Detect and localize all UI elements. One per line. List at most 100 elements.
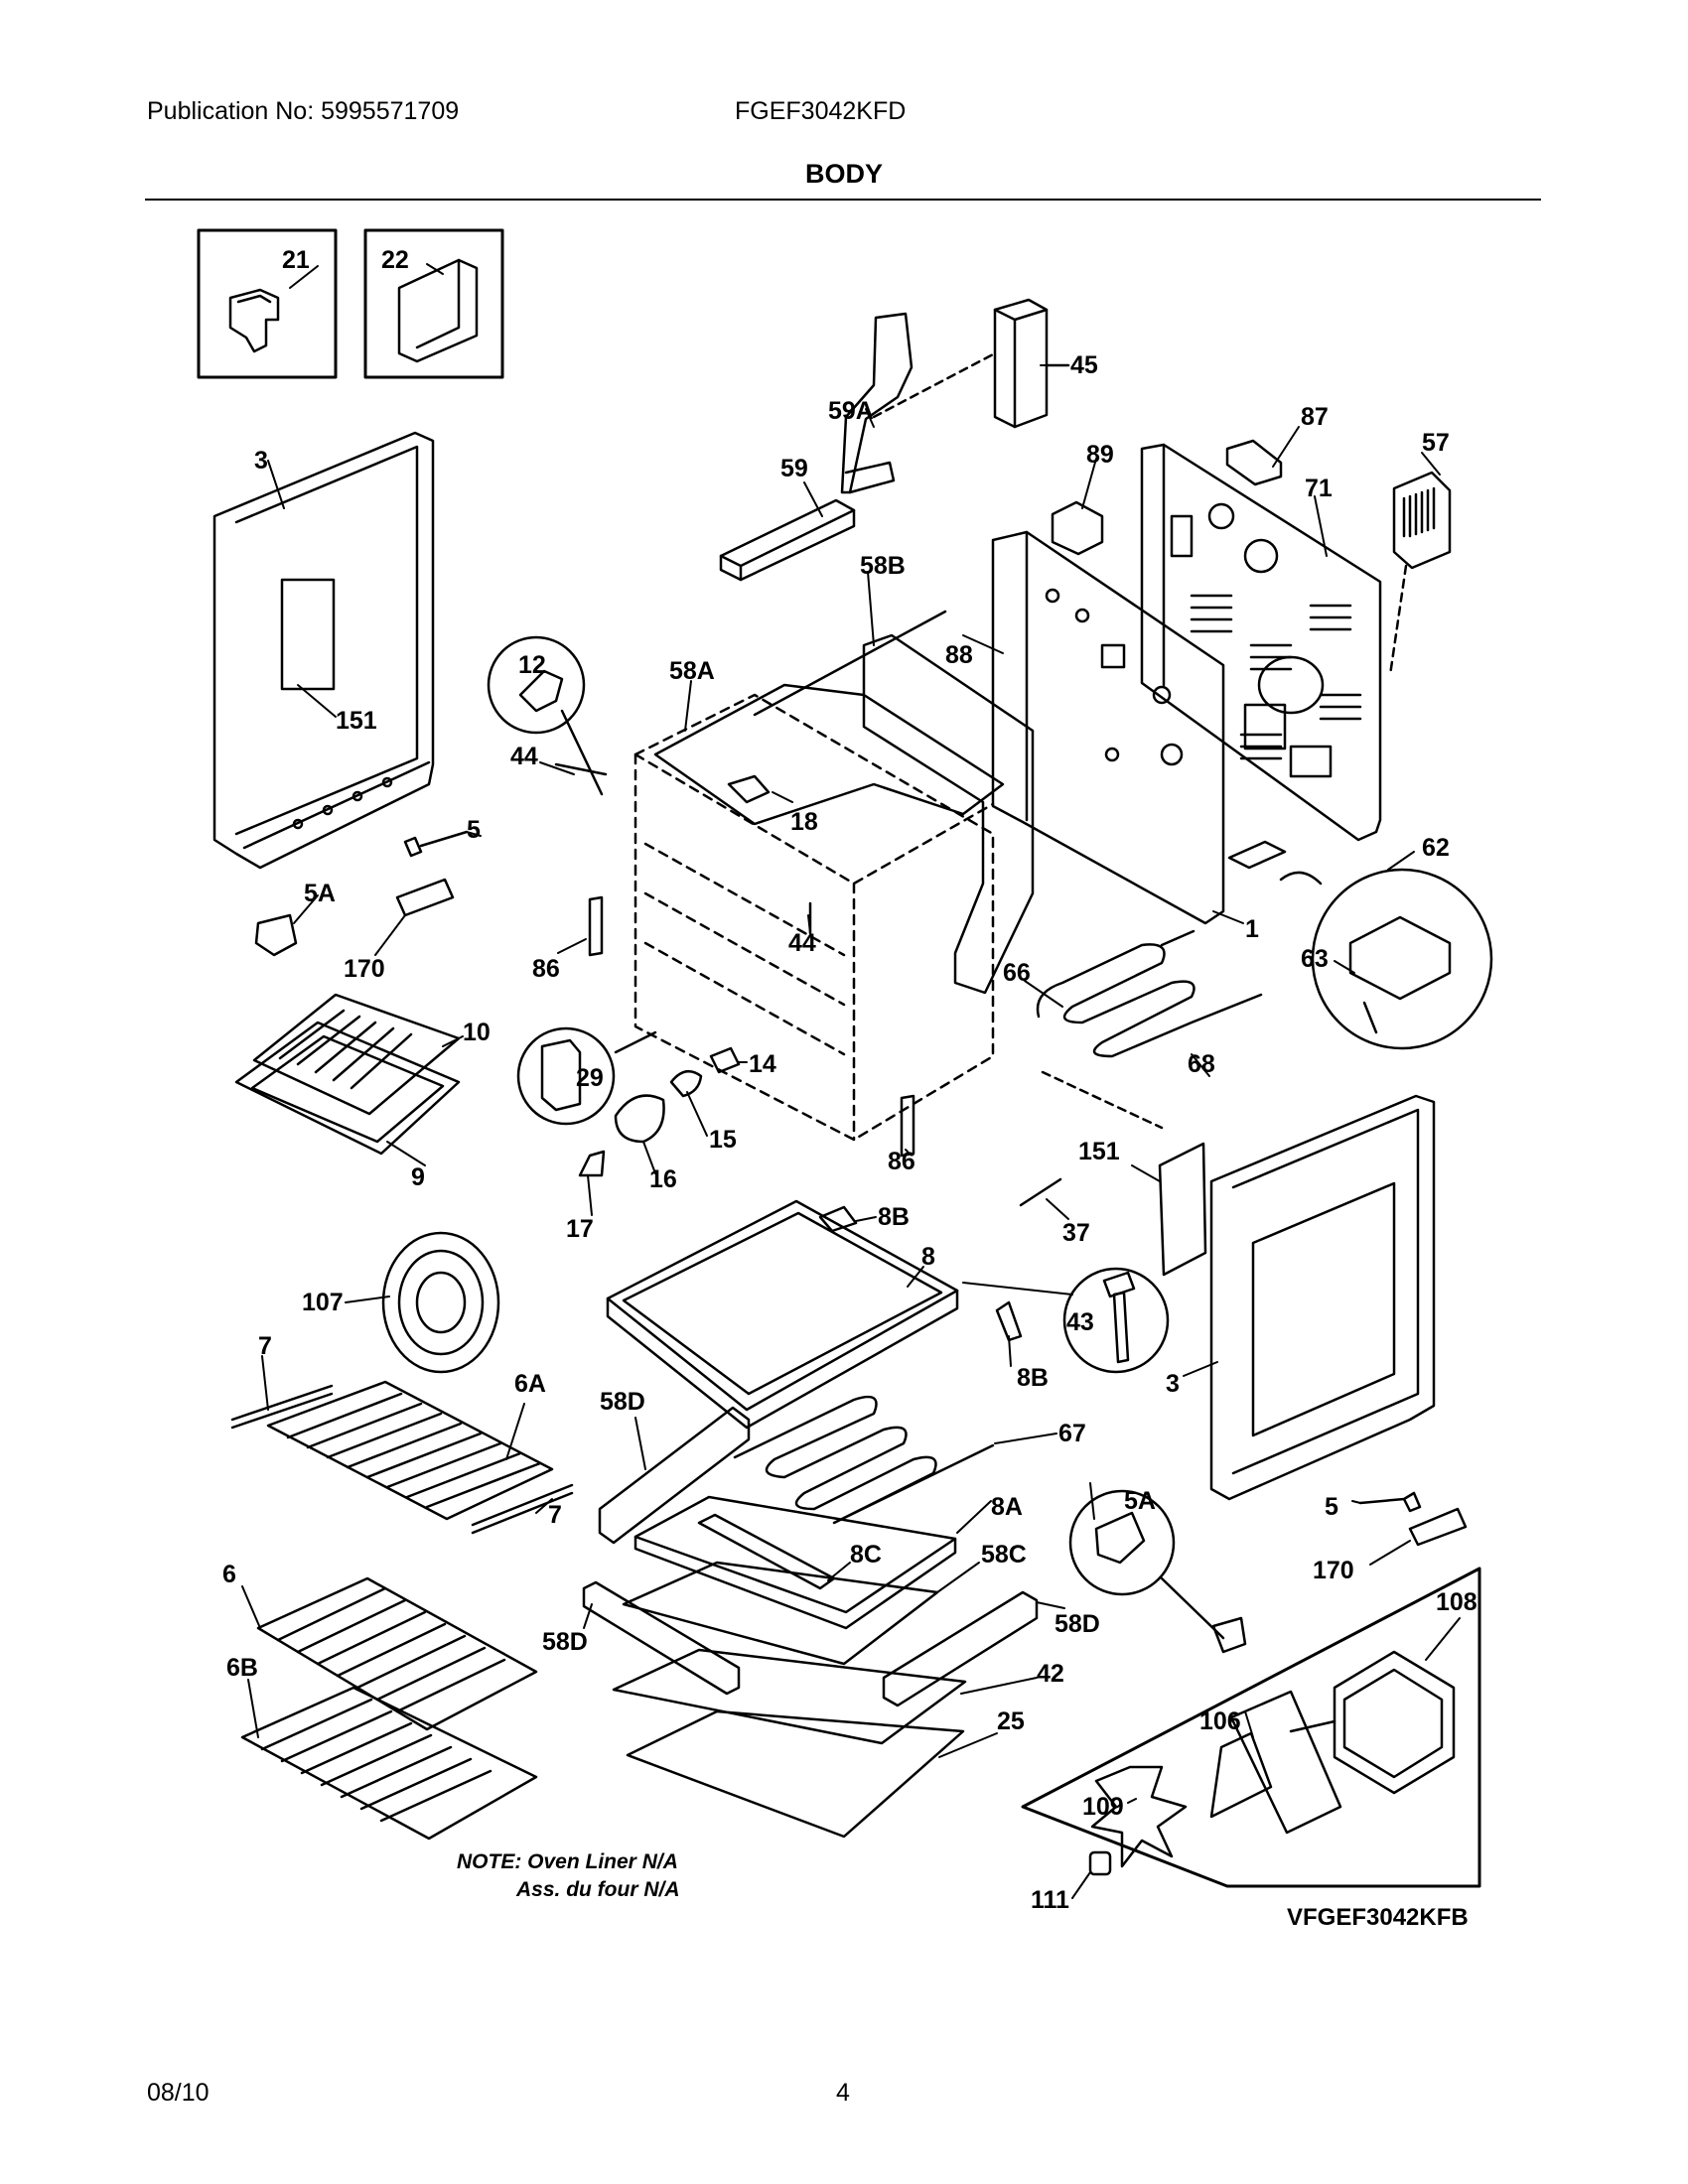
part-170-hinge-receptacle (395, 878, 455, 917)
part-59-vent-cover (719, 498, 856, 582)
part-37-sensor (1019, 1177, 1062, 1207)
part-5A-right-hinge (1211, 1616, 1247, 1654)
callout-151-left: 151 (336, 707, 377, 735)
part-107-fan-cover (381, 1231, 500, 1374)
part-89-terminal-block (1051, 500, 1104, 556)
part-21-plug (197, 228, 338, 379)
part-58D-insulation-left (598, 1406, 751, 1545)
convection-kit-code: VFGEF3042KFB (1287, 1904, 1469, 1931)
callout-17: 17 (566, 1215, 594, 1243)
part-43-detail-circle (1062, 1267, 1170, 1374)
callout-45: 45 (1070, 351, 1098, 379)
callout-89: 89 (1086, 441, 1114, 469)
callout-106: 106 (1199, 1707, 1241, 1735)
part-17-wire-guard (578, 1150, 606, 1177)
callout-14: 14 (749, 1050, 776, 1078)
callout-63: 63 (1301, 945, 1329, 973)
part-58D-insulation-front (582, 1580, 741, 1696)
callout-170-right: 170 (1313, 1557, 1354, 1584)
callout-87: 87 (1301, 403, 1329, 431)
part-7b-rack-guide (471, 1483, 574, 1535)
callout-71: 71 (1305, 475, 1333, 502)
part-86b-bracket (900, 1094, 915, 1158)
convection-kit-inset (1021, 1567, 1481, 1888)
callout-21: 21 (282, 246, 310, 274)
callout-5A-right: 5A (1124, 1487, 1156, 1515)
callout-29: 29 (576, 1064, 604, 1092)
part-25-bottom-panel (626, 1709, 965, 1839)
callout-16: 16 (649, 1165, 677, 1193)
callout-6: 6 (222, 1561, 236, 1588)
callout-3-right: 3 (1166, 1370, 1180, 1398)
callout-59A: 59A (828, 397, 874, 425)
callout-1: 1 (1245, 915, 1259, 943)
callout-8B-right: 8B (1017, 1364, 1049, 1392)
callout-66: 66 (1003, 959, 1031, 987)
callout-5: 5 (467, 816, 481, 844)
part-6A-oven-rack (266, 1380, 554, 1521)
part-10-broiler-pan-insert (252, 993, 461, 1116)
callout-8B: 8B (878, 1203, 910, 1231)
callout-107: 107 (302, 1289, 344, 1316)
header-rule (145, 199, 1541, 201)
part-62-detail-circle (1227, 840, 1493, 1050)
callout-7b: 7 (548, 1501, 562, 1529)
part-58C-insulation (622, 1561, 939, 1666)
part-5A-hinge (254, 913, 298, 957)
part-5b-screw (1358, 1491, 1422, 1513)
callout-58D-right: 58D (1055, 1610, 1100, 1638)
callout-5-right: 5 (1325, 1493, 1338, 1521)
part-22-bracket (363, 228, 504, 379)
callout-44b: 44 (788, 929, 816, 957)
callout-88: 88 (945, 641, 973, 669)
section-title: BODY (804, 159, 883, 189)
callout-22: 22 (381, 246, 409, 274)
callout-5A: 5A (304, 880, 336, 907)
callout-57: 57 (1422, 429, 1450, 457)
part-8B-bracket (818, 1205, 858, 1233)
callout-59: 59 (780, 455, 808, 482)
callout-111: 111 (1031, 1886, 1069, 1914)
part-29-detail-circle (516, 1026, 657, 1126)
callout-151-right: 151 (1078, 1138, 1120, 1165)
footer-date: 08/10 (147, 2079, 210, 2107)
part-66-bake-element (1036, 929, 1263, 1058)
callout-7: 7 (258, 1332, 272, 1360)
callout-37: 37 (1062, 1219, 1090, 1247)
part-57-rating-label (1388, 471, 1452, 677)
part-88-wire (753, 610, 947, 717)
part-7-rack-guide (230, 1384, 334, 1430)
part-45-duct-box (993, 298, 1070, 429)
callout-108: 108 (1436, 1588, 1477, 1616)
part-42-panel (612, 1648, 967, 1745)
part-3-side-panel-right (1209, 1094, 1436, 1501)
part-15-bulb (669, 1069, 703, 1098)
callout-42: 42 (1037, 1660, 1064, 1688)
part-6B-oven-rack (240, 1686, 538, 1841)
part-12-detail-circle (487, 635, 604, 796)
callout-86b: 86 (888, 1148, 915, 1175)
callout-25: 25 (997, 1707, 1025, 1735)
part-58D-insulation-right (882, 1590, 1039, 1707)
part-44-screw (554, 762, 608, 776)
callout-18: 18 (790, 808, 818, 836)
callout-58A: 58A (669, 657, 715, 685)
callout-12: 12 (518, 651, 546, 679)
callout-8: 8 (921, 1243, 935, 1271)
part-14-lamp-socket (709, 1046, 741, 1074)
part-87-bracket (1225, 439, 1283, 486)
callout-86: 86 (532, 955, 560, 983)
part-59A-vent-duct (840, 312, 997, 494)
part-3-side-panel-left (212, 431, 435, 870)
part-18-clip (727, 774, 771, 804)
callout-58B: 58B (860, 552, 906, 580)
callout-10: 10 (463, 1019, 491, 1046)
part-8C-bracket (697, 1513, 836, 1590)
callout-3-top: 3 (254, 447, 268, 475)
part-5-screw (403, 830, 469, 858)
part-58A-top-insulation (653, 683, 1005, 826)
part-151-bracket-right (1158, 1142, 1207, 1277)
part-6-oven-rack (256, 1576, 538, 1731)
callout-6B: 6B (226, 1654, 258, 1682)
